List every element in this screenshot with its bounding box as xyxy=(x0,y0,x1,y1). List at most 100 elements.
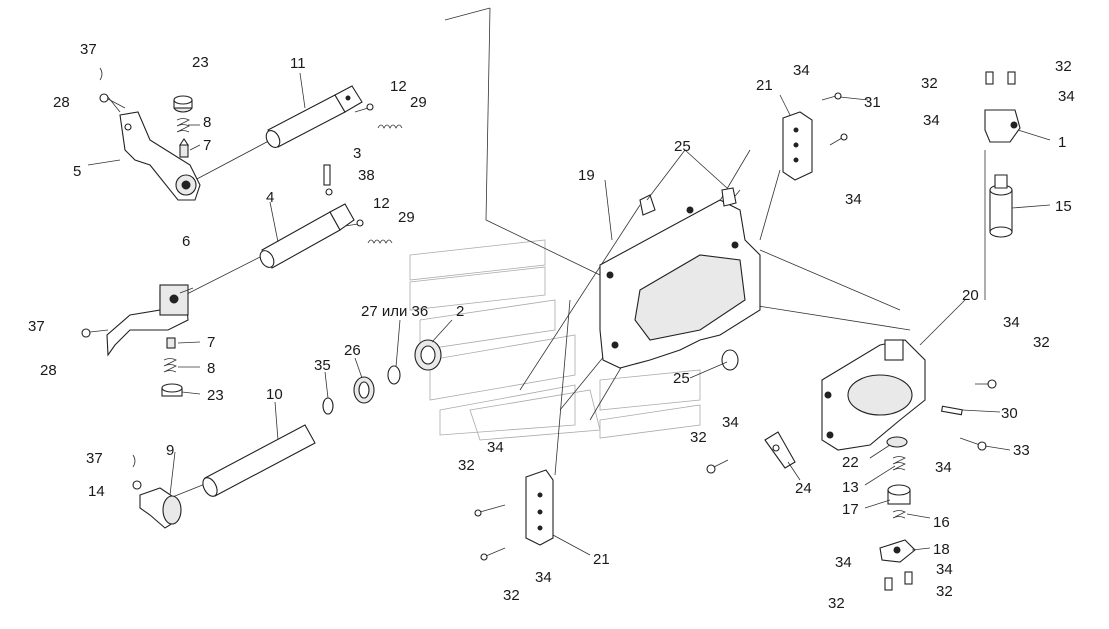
part-1-valve xyxy=(984,109,1021,143)
label-32: 32 xyxy=(1033,334,1050,351)
label-28: 28 xyxy=(40,362,57,379)
label-5: 5 xyxy=(73,163,81,180)
label-18: 18 xyxy=(933,541,950,558)
part-17-cup xyxy=(887,484,911,505)
label-30: 30 xyxy=(1001,405,1018,422)
label-34: 34 xyxy=(936,561,953,578)
part-32-bolt-mid xyxy=(706,459,729,474)
label-32: 32 xyxy=(458,457,475,474)
part-7-pin xyxy=(178,138,190,158)
label-6: 6 xyxy=(182,233,190,250)
part-12-bolt-a xyxy=(354,103,374,113)
label-32: 32 xyxy=(690,429,707,446)
label-34: 34 xyxy=(1058,88,1075,105)
label-3: 3 xyxy=(353,145,361,162)
part-13-spring xyxy=(892,456,906,471)
part-24-gasket xyxy=(764,431,796,469)
part-10-shaft xyxy=(202,424,316,497)
part-37-wire xyxy=(99,67,103,81)
part-32-bolts-lower xyxy=(474,504,506,561)
part-26-bushing xyxy=(353,376,375,404)
label-33: 33 xyxy=(1013,442,1030,459)
part-5-lever xyxy=(119,111,201,201)
label-4: 4 xyxy=(266,189,274,206)
label-2: 2 xyxy=(456,303,464,320)
label-32: 32 xyxy=(1055,58,1072,75)
part-8-spring-b xyxy=(163,358,177,373)
label-22: 22 xyxy=(842,454,859,471)
label-25: 25 xyxy=(673,370,690,387)
part-29-spring-a xyxy=(377,124,403,129)
part-22-washer xyxy=(886,436,908,448)
part-30-pin xyxy=(940,405,963,416)
watermark xyxy=(409,239,701,441)
part-21-plate-a xyxy=(782,111,813,181)
label-21: 21 xyxy=(593,551,610,568)
part-15-cylinder xyxy=(989,174,1013,238)
part-23-nut xyxy=(173,95,193,113)
label-32: 32 xyxy=(936,583,953,600)
label-14: 14 xyxy=(88,483,105,500)
label-29: 29 xyxy=(398,209,415,226)
label-26: 26 xyxy=(344,342,361,359)
label-28: 28 xyxy=(53,94,70,111)
label-20: 20 xyxy=(962,287,979,304)
part-38-ball xyxy=(325,188,333,196)
label-12: 12 xyxy=(390,78,407,95)
label-38: 38 xyxy=(358,167,375,184)
part-19-housing xyxy=(599,199,761,369)
label-27-or-36: 27 или 36 xyxy=(361,303,428,320)
label-19: 19 xyxy=(578,167,595,184)
part-35-ring xyxy=(322,397,334,415)
callout-labels: 37 23 11 12 29 28 8 7 5 3 38 4 12 29 6 3… xyxy=(28,41,1075,612)
label-11: 11 xyxy=(290,55,306,72)
part-21-plate-b xyxy=(525,469,554,546)
part-25-boss-b xyxy=(721,349,739,371)
part-25-boss-a xyxy=(639,187,737,216)
label-34: 34 xyxy=(923,112,940,129)
part-9-lever xyxy=(139,487,182,529)
label-31: 31 xyxy=(864,94,881,111)
label-25: 25 xyxy=(674,138,691,155)
label-34: 34 xyxy=(1003,314,1020,331)
label-35: 35 xyxy=(314,357,331,374)
label-16: 16 xyxy=(933,514,950,531)
label-23: 23 xyxy=(192,54,209,71)
part-31-bolts xyxy=(821,92,848,146)
part-8-spring xyxy=(176,118,190,133)
part-33-bolt xyxy=(959,437,987,451)
part-2-seal xyxy=(414,339,442,371)
label-34: 34 xyxy=(535,569,552,586)
label-15: 15 xyxy=(1055,198,1072,215)
label-34: 34 xyxy=(835,554,852,571)
label-32: 32 xyxy=(503,587,520,604)
part-4-shaft xyxy=(259,203,355,269)
leader-lines xyxy=(87,72,1051,556)
label-34: 34 xyxy=(722,414,739,431)
label-37: 37 xyxy=(86,450,103,467)
label-37: 37 xyxy=(80,41,97,58)
label-7: 7 xyxy=(207,334,215,351)
label-34: 34 xyxy=(935,459,952,476)
part-27-ring xyxy=(387,365,401,385)
label-10: 10 xyxy=(266,386,283,403)
part-16-spring xyxy=(892,510,906,519)
label-7: 7 xyxy=(203,137,211,154)
part-23-nut-b xyxy=(161,383,183,397)
label-34: 34 xyxy=(845,191,862,208)
label-32: 32 xyxy=(828,595,845,612)
label-29: 29 xyxy=(410,94,427,111)
part-28-bolt xyxy=(99,93,126,109)
part-29-spring-b xyxy=(367,239,393,244)
label-17: 17 xyxy=(842,501,859,518)
part-3-pin xyxy=(323,164,331,186)
label-37: 37 xyxy=(28,318,45,335)
part-6-lever xyxy=(106,284,189,357)
label-13: 13 xyxy=(842,479,859,496)
part-32-bolts-top xyxy=(985,71,1016,85)
part-12-bolt-b xyxy=(344,219,364,227)
label-9: 9 xyxy=(166,442,174,459)
label-34: 34 xyxy=(793,62,810,79)
label-12: 12 xyxy=(373,195,390,212)
